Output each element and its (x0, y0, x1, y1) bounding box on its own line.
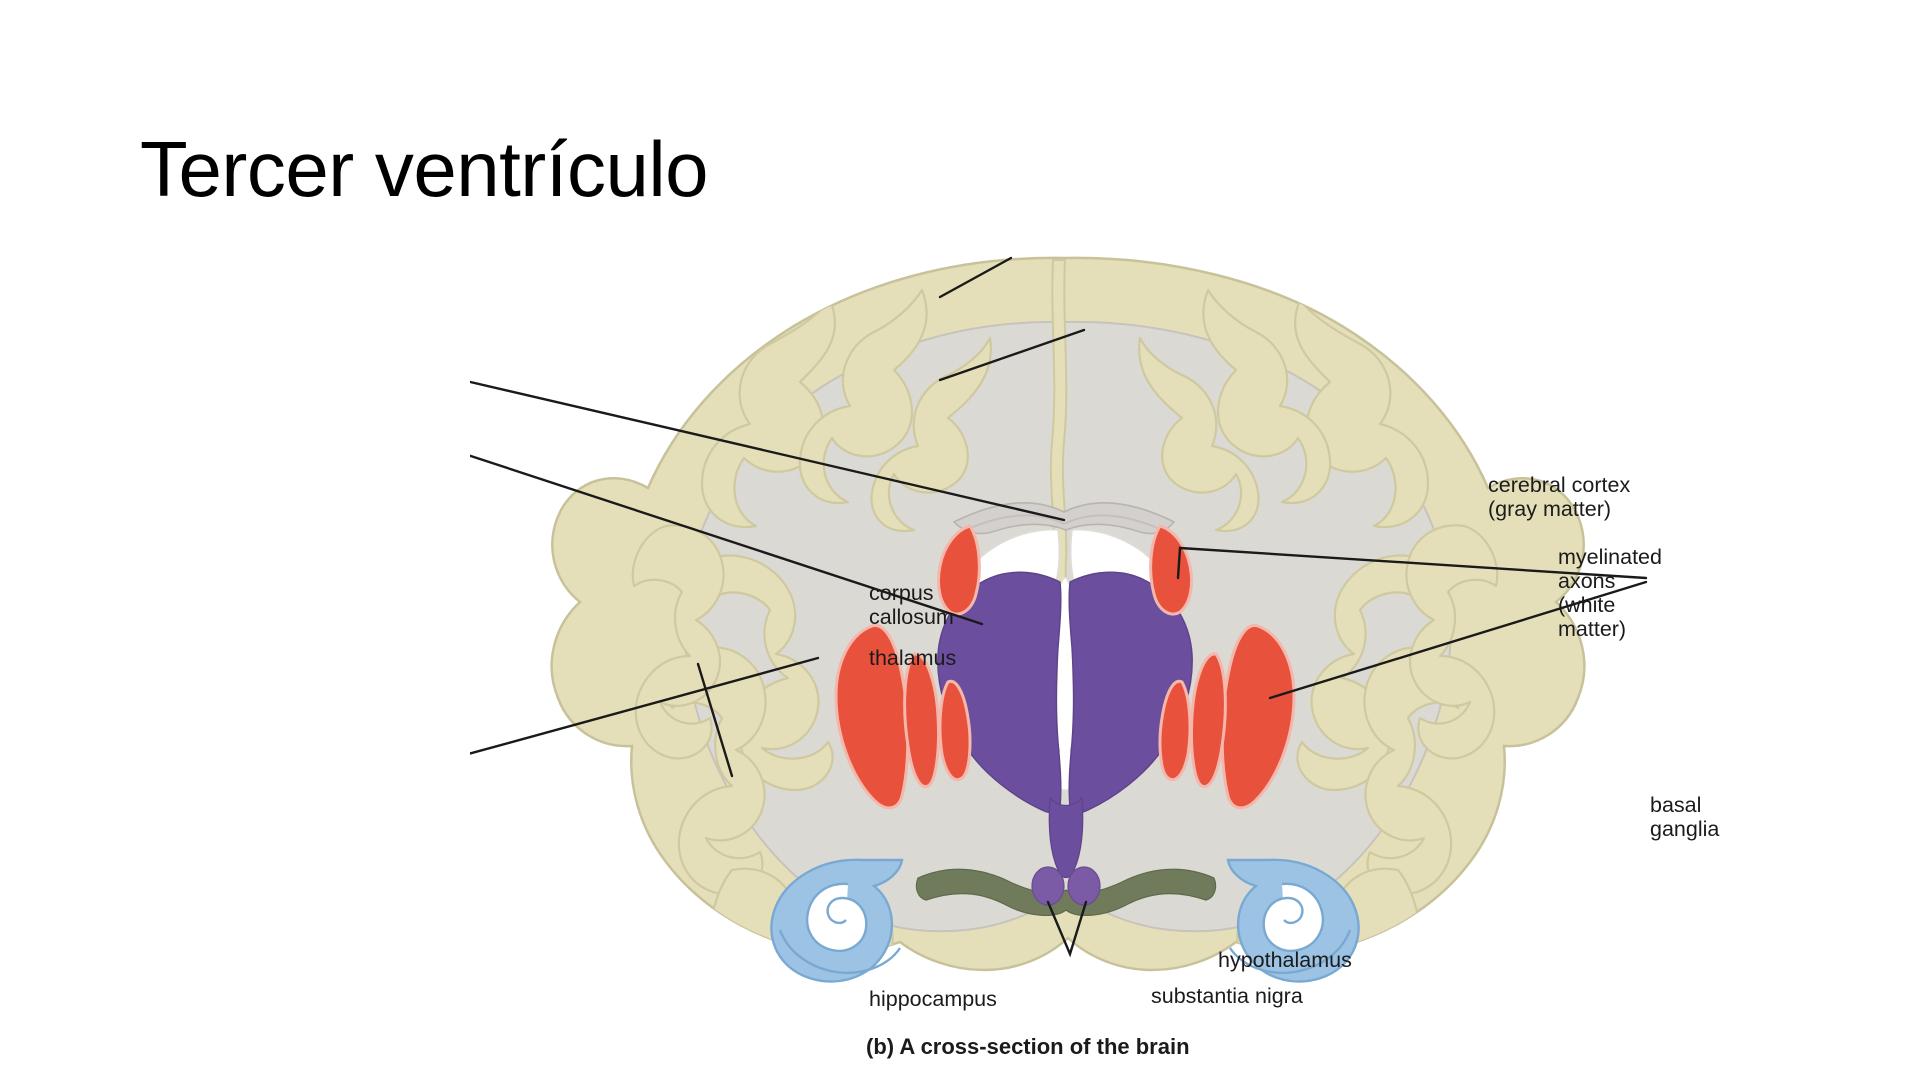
leader-basal-ganglia-b (1268, 580, 1648, 700)
label-corpus-callosum: corpus callosum (869, 581, 954, 630)
basal-ganglia-stripe-left-1 (903, 652, 940, 789)
gyrus-left-1 (700, 298, 836, 529)
gyrus-left-2 (798, 288, 928, 505)
label-myelinated-axons: myelinated axons (white matter) (1558, 545, 1662, 642)
basal-ganglia-putamen-left (834, 624, 910, 810)
leader-substantia-nigra (696, 662, 734, 778)
leader-basal-ganglia-upper (1176, 546, 1182, 580)
label-cerebral-cortex: cerebral cortex (gray matter) (1488, 473, 1631, 522)
gyrus-right-lateral-3 (1405, 524, 1499, 760)
gyrus-left-lateral-1 (703, 554, 834, 792)
brain-diagram-svg (470, 256, 1648, 983)
gyrus-right-1 (1294, 298, 1430, 529)
hippocampus-right (1226, 858, 1360, 983)
basal-ganglia-stripe-right-1 (1190, 652, 1227, 789)
hippocampus-left (770, 858, 904, 983)
gyrus-right-3 (1138, 336, 1260, 533)
gyrus-right-lateral-1 (1296, 554, 1427, 792)
hypothalamus-nucleus-left (1031, 866, 1065, 906)
basal-ganglia-caudate-left (936, 524, 981, 616)
leader-hippocampus (470, 656, 820, 755)
corpus-callosum-shape (952, 502, 1176, 535)
label-basal-ganglia: basal ganglia (1650, 793, 1720, 842)
label-substantia-nigra: substantia nigra (1151, 984, 1303, 1008)
thalamus-stalk-shape (1048, 796, 1084, 879)
label-hypothalamus: hypothalamus (1218, 948, 1352, 972)
leader-hypothalamus (1046, 900, 1088, 958)
leader-myelinated-axons (938, 328, 1086, 382)
gyrus-right-2 (1202, 288, 1332, 505)
leader-basal-ganglia-a (1178, 546, 1648, 580)
basal-ganglia-stripe-right-2 (1158, 679, 1192, 782)
figure-caption: (b) A cross-section of the brain (866, 1034, 1190, 1059)
basal-ganglia-stripe-left-2 (938, 679, 972, 782)
brain-cross-section-figure: cerebral cortex (gray matter) myelinated… (470, 230, 1719, 1059)
label-thalamus: thalamus (869, 646, 957, 670)
leader-lines (470, 256, 1648, 958)
leader-cerebral-cortex (938, 256, 1013, 299)
hypothalamus-nucleus-right (1067, 866, 1101, 906)
basal-ganglia-putamen-right (1220, 624, 1296, 810)
page-title: Tercer ventrículo (140, 125, 709, 214)
corpus-callosum-inner-line (965, 514, 1163, 531)
leader-corpus-callosum (470, 380, 1066, 522)
label-hippocampus: hippocampus (869, 987, 997, 1011)
leader-thalamus (470, 454, 984, 626)
gyrus-left-lateral-3 (631, 524, 725, 760)
